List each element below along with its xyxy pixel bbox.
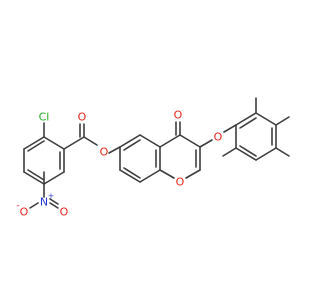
bond — [139, 169, 161, 183]
bond — [159, 169, 175, 179]
bond — [43, 136, 65, 150]
atom-label-o-nitro-minus: O — [20, 206, 29, 219]
bond — [63, 136, 85, 150]
atom-labels: Cl O O O O O N + O - O — [16, 109, 222, 219]
bond — [235, 112, 257, 126]
bond — [49, 198, 59, 205]
bond — [179, 134, 201, 148]
bond — [108, 146, 121, 154]
bond — [239, 145, 257, 157]
bond — [159, 134, 181, 148]
bond — [23, 136, 45, 150]
structure-drawing: Cl O O O O O N + O - O — [16, 97, 290, 219]
bond — [185, 169, 201, 179]
bond — [275, 147, 290, 157]
bond — [83, 136, 98, 146]
bond — [27, 169, 45, 181]
bond — [275, 116, 290, 126]
bond — [29, 202, 39, 209]
bond — [23, 171, 45, 185]
atom-label-o-nitro: O — [60, 206, 69, 219]
atom-label-cl: Cl — [39, 111, 50, 124]
bond — [235, 147, 257, 161]
atom-label-o-ring: O — [176, 176, 185, 189]
bond — [139, 134, 161, 148]
bond — [43, 171, 65, 185]
atom-charge-n-plus: + — [48, 192, 55, 201]
bond — [49, 202, 59, 209]
bonds — [23, 97, 290, 209]
bond — [255, 112, 277, 126]
atom-label-o-ether: O — [214, 131, 223, 144]
bond — [255, 147, 277, 161]
bond — [222, 147, 237, 157]
bond — [119, 169, 141, 183]
molecule-canvas: Cl O O O O O N + O - O — [16, 97, 290, 219]
atom-label-o-ester-link: O — [100, 146, 109, 159]
bond — [123, 139, 141, 151]
bond — [199, 139, 213, 148]
bond — [223, 124, 237, 133]
bond — [239, 117, 257, 129]
atom-charge-o-minus: - — [16, 201, 19, 211]
atom-label-n-nitro: N — [40, 196, 48, 209]
bond — [119, 134, 141, 148]
bond — [27, 140, 45, 152]
atom-label-o-carbonyl: O — [78, 111, 87, 124]
bond — [123, 167, 141, 179]
atom-label-o-ketone: O — [174, 109, 183, 122]
